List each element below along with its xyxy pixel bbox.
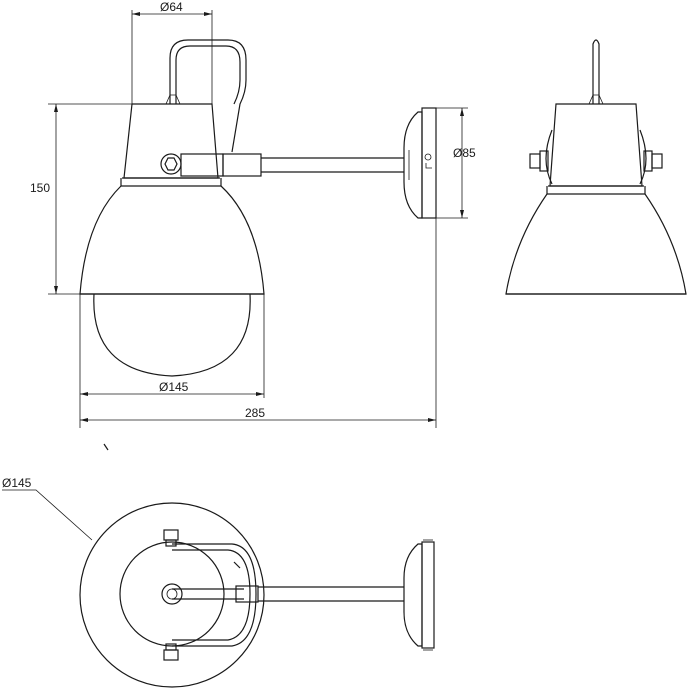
- power-cord: [169, 39, 247, 153]
- bulb-globe: [93, 293, 251, 377]
- dim-plate-diameter: Ø85: [453, 146, 476, 160]
- top-view: Ø145: [2, 443, 435, 688]
- lamp-neck: [123, 103, 219, 179]
- dim-top-view-diameter: Ø145: [2, 476, 32, 490]
- front-shade: [505, 193, 687, 295]
- top-shade-circle: [79, 502, 265, 688]
- yoke: [172, 543, 257, 647]
- top-wall-plate: [403, 543, 423, 647]
- dim-overall-length: 285: [245, 406, 265, 420]
- bolt-icon: [651, 153, 663, 169]
- top-neck-circle: [119, 541, 225, 647]
- dim-neck-diameter: Ø64: [160, 0, 183, 14]
- dim-height: 150: [30, 181, 50, 195]
- hinge-joint: [160, 153, 182, 175]
- front-view: [505, 39, 687, 295]
- bolt-icon: [163, 649, 179, 661]
- screw-icon: [424, 153, 432, 161]
- dim-shade-diameter: Ø145: [159, 380, 189, 394]
- bolt-icon: [529, 153, 541, 169]
- front-cord: [592, 39, 600, 104]
- lamp-shade: [79, 185, 265, 295]
- front-neck: [549, 103, 643, 187]
- bolt-icon: [163, 529, 179, 541]
- wall-plate: [403, 111, 423, 219]
- side-view: Ø64 150 Ø85 Ø145 285: [30, 0, 476, 428]
